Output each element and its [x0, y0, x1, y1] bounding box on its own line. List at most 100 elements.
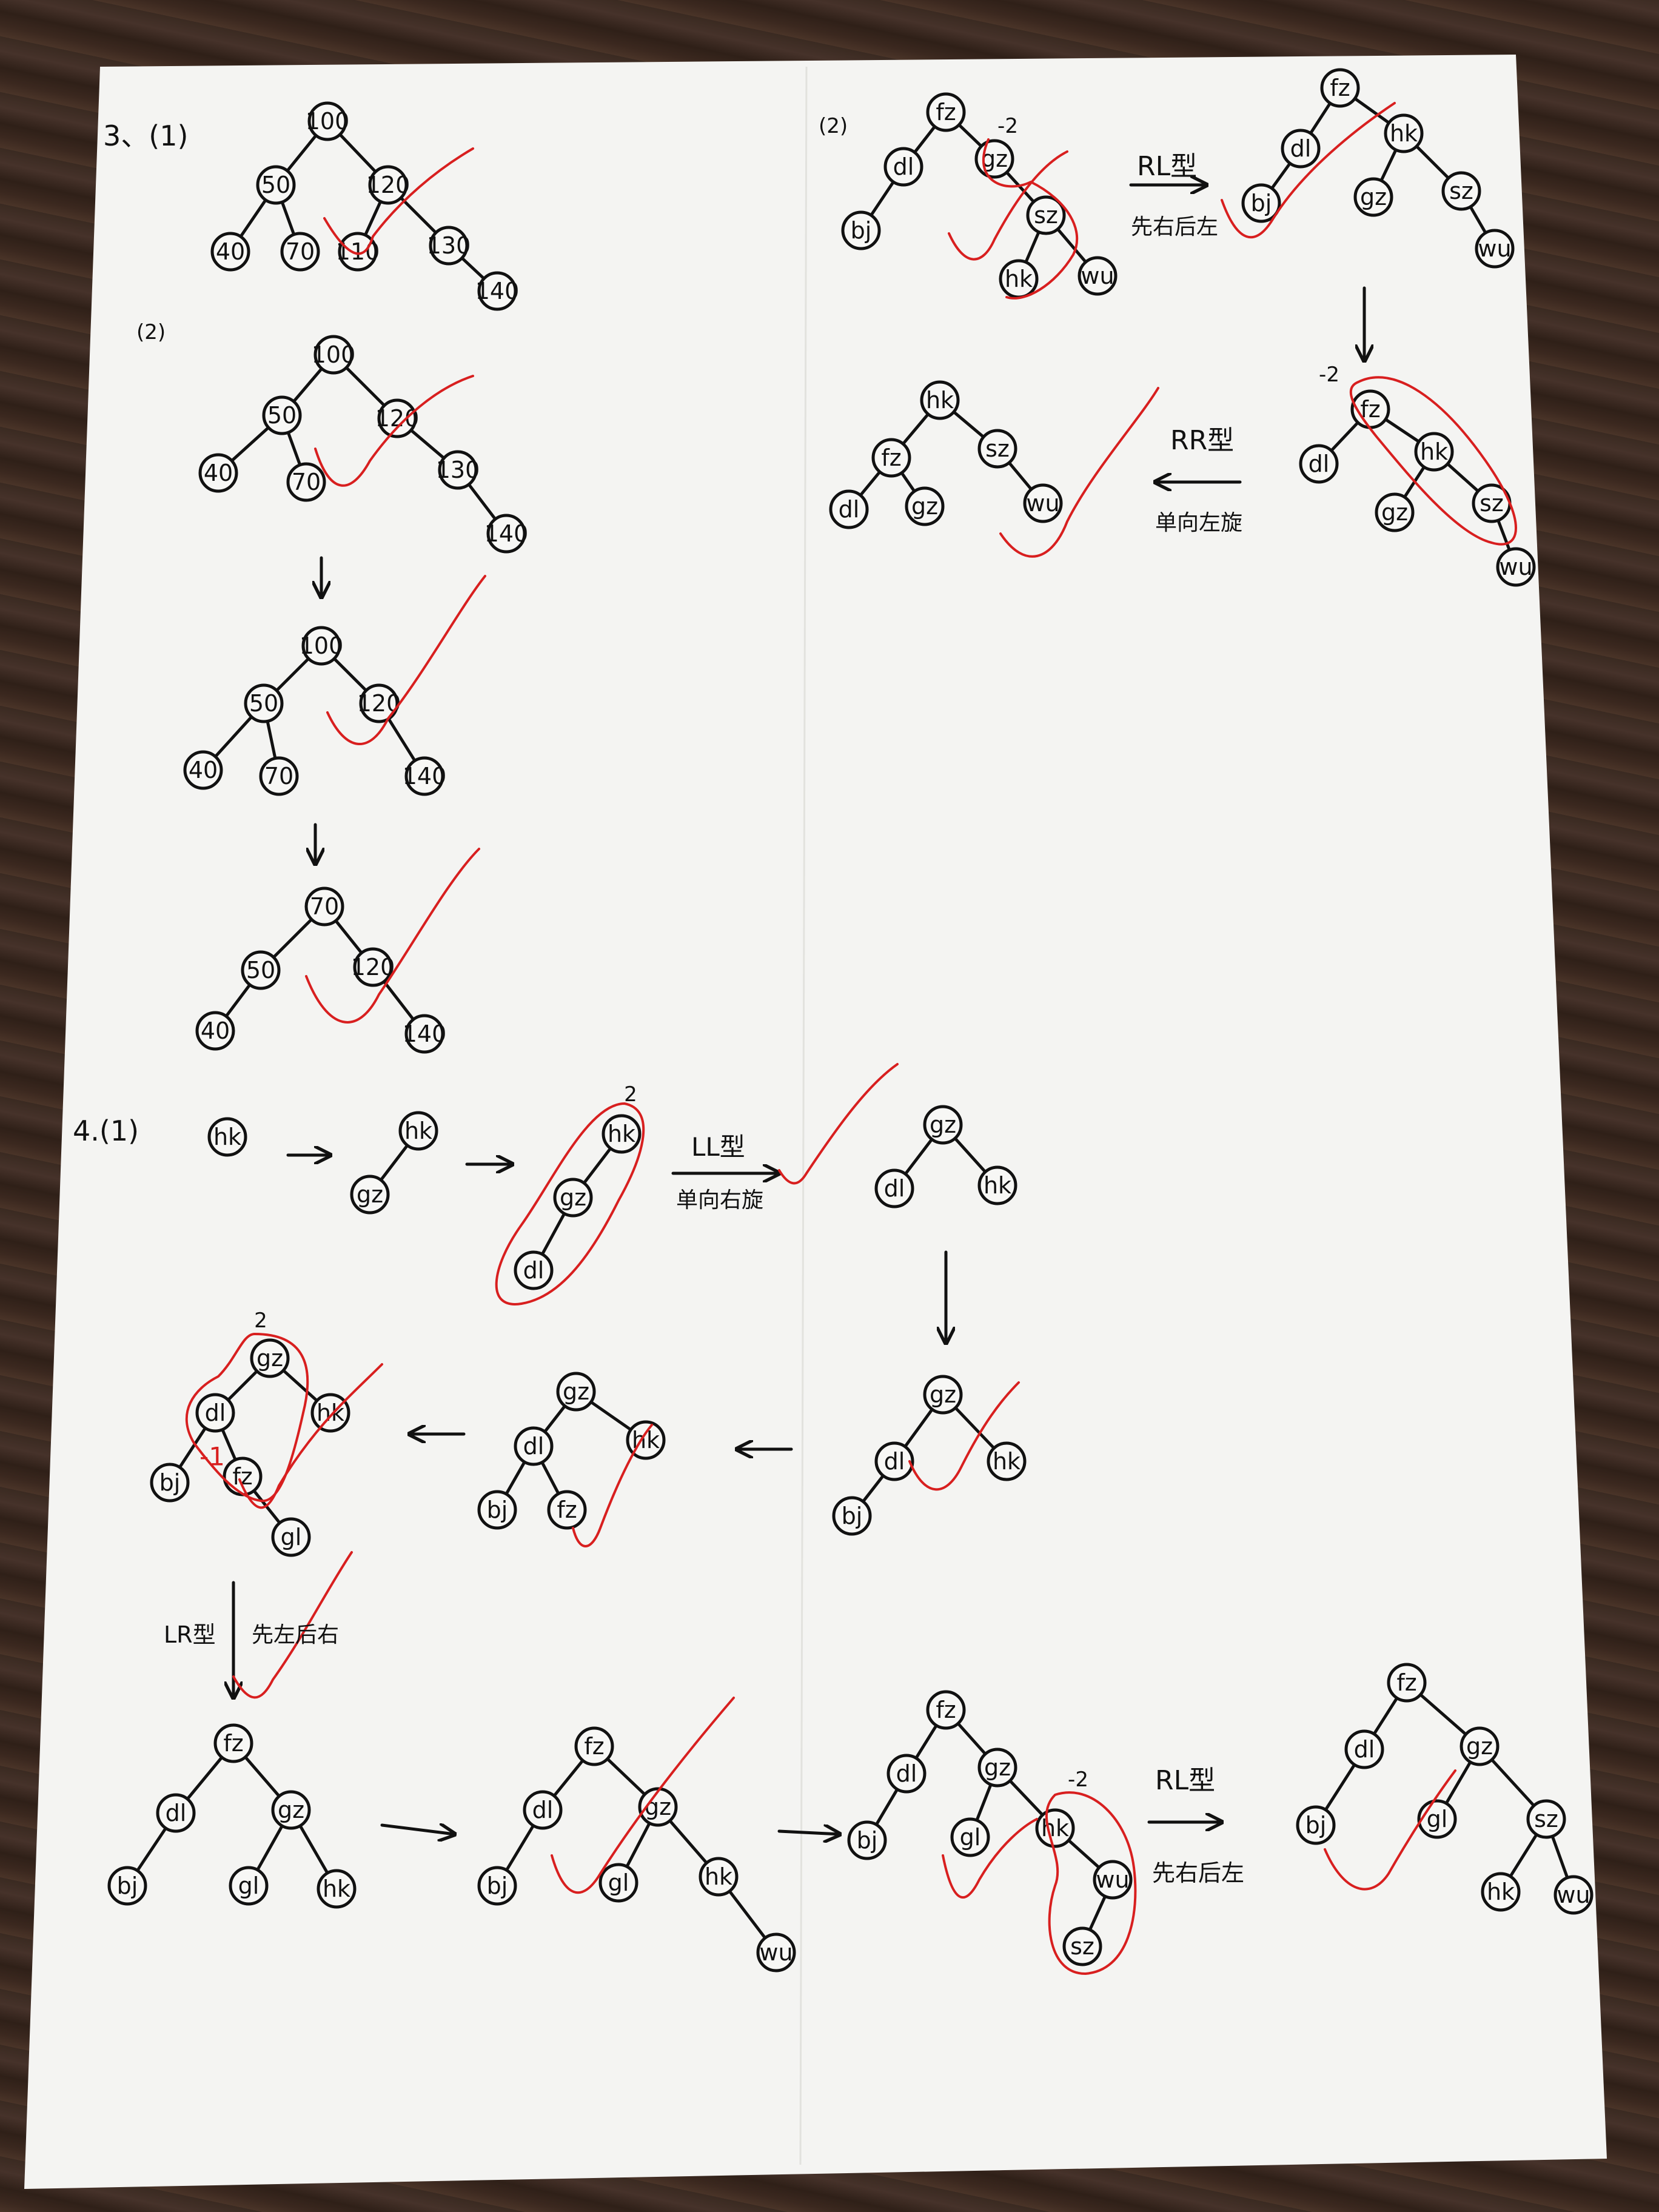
- node-label: fz: [881, 444, 901, 471]
- node-circle: [313, 335, 354, 375]
- node-label: gz: [930, 1381, 956, 1408]
- tree-edge: [859, 470, 882, 497]
- tree-node: 120: [357, 683, 401, 723]
- node-circle: [1481, 1872, 1521, 1912]
- node-label: gz: [563, 1378, 589, 1405]
- tree-edge: [298, 1824, 329, 1875]
- tree-node: gz: [638, 1787, 678, 1827]
- tree-node: fz: [926, 1690, 966, 1730]
- node-circle: [923, 1375, 963, 1415]
- tree-edge: [332, 657, 368, 692]
- tree-node: gz: [553, 1178, 593, 1218]
- node-circle: [377, 398, 417, 438]
- tree-node: gl: [271, 1517, 311, 1557]
- node-circle: [207, 1117, 247, 1157]
- tree-node: bj: [150, 1463, 190, 1503]
- node-label: hk: [608, 1121, 635, 1147]
- node-circle: [699, 1857, 739, 1897]
- tree-edge: [540, 1461, 560, 1495]
- node-circle: [1299, 444, 1339, 484]
- node-label: 100: [300, 632, 344, 659]
- node-label: gz: [930, 1111, 956, 1138]
- balance-factor-hk-rl2: -2: [1068, 1768, 1088, 1792]
- tree-node: 140: [403, 1014, 446, 1054]
- tree-node: dl: [1299, 444, 1339, 484]
- tree-node: dl: [886, 1754, 927, 1794]
- circle-gz-dl-fz: [185, 1333, 309, 1503]
- node-label: 100: [312, 341, 356, 368]
- tree-edge: [954, 1406, 996, 1450]
- balance-factor-dl-lr: -1: [199, 1442, 225, 1472]
- checkmark-3-2c: [305, 848, 480, 1024]
- tree-edge: [901, 412, 930, 446]
- tree-node: fz: [574, 1726, 614, 1766]
- tree-node: 120: [351, 947, 395, 987]
- tree-edge: [1379, 148, 1398, 183]
- tree-node: 40: [195, 1011, 235, 1051]
- tree-node: dl: [874, 1441, 914, 1481]
- tree-edge: [382, 980, 415, 1021]
- tree-node: hk: [1035, 1808, 1075, 1848]
- tree-node: wu: [1496, 547, 1536, 587]
- tree-edge: [399, 196, 438, 235]
- node-label: dl: [839, 496, 860, 523]
- rotation-desc-rl1: 先右后左: [1131, 215, 1219, 240]
- checkmark-ll: [778, 1063, 899, 1185]
- checkmark-rr: [999, 387, 1159, 558]
- node-label: gz: [1360, 184, 1387, 210]
- tree-node: wu: [1078, 256, 1118, 296]
- node-circle: [1526, 1799, 1566, 1839]
- tree-edge: [1007, 461, 1033, 491]
- node-circle: [1296, 1805, 1336, 1845]
- node-circle: [574, 1726, 614, 1766]
- node-circle: [523, 1790, 563, 1830]
- node-circle: [1384, 113, 1424, 153]
- tree-node: 120: [366, 165, 410, 205]
- node-circle: [404, 756, 444, 796]
- tree-node: 130: [427, 226, 471, 266]
- node-label: wu: [1499, 554, 1532, 580]
- tree-node: bj: [1296, 1805, 1336, 1845]
- tree-edge: [1372, 1696, 1399, 1736]
- node-circle: [841, 210, 881, 250]
- node-circle: [1026, 195, 1066, 235]
- node-circle: [1375, 492, 1415, 532]
- circle-hk-gz-dl: [495, 1102, 645, 1305]
- node-circle: [259, 756, 299, 796]
- tree-edge: [280, 200, 296, 236]
- node-circle: [1414, 432, 1454, 472]
- node-circle: [556, 1372, 596, 1412]
- node-circle: [926, 92, 966, 132]
- tree-node: dl: [1281, 129, 1321, 169]
- tree-node: dl: [156, 1793, 196, 1833]
- node-label: bj: [487, 1496, 508, 1523]
- tree-node: dl: [195, 1393, 235, 1433]
- node-label: dl: [523, 1433, 545, 1460]
- node-circle: [886, 1754, 927, 1794]
- node-circle: [350, 1175, 390, 1215]
- tree-node: wu: [1475, 229, 1515, 269]
- node-label: hk: [404, 1118, 432, 1144]
- tree-edge: [1509, 1832, 1538, 1879]
- tree-node: gl: [598, 1863, 638, 1903]
- tree-node: fz: [871, 438, 911, 478]
- tree-edge: [387, 717, 417, 763]
- node-circle: [926, 1690, 966, 1730]
- tree-node: hk: [317, 1869, 357, 1909]
- node-circle: [150, 1463, 190, 1503]
- tree-node: 140: [484, 514, 528, 554]
- tree-node: bj: [477, 1490, 517, 1530]
- rotation-label-rl1: RL型: [1137, 151, 1198, 182]
- arrows: [233, 185, 1364, 1834]
- node-circle: [256, 165, 296, 205]
- node-circle: [1023, 483, 1063, 523]
- balance-factor-gz-lr: 2: [254, 1309, 267, 1333]
- tree-node: 40: [183, 750, 223, 790]
- tree-node: 70: [304, 886, 344, 927]
- tree-edge: [1056, 227, 1088, 264]
